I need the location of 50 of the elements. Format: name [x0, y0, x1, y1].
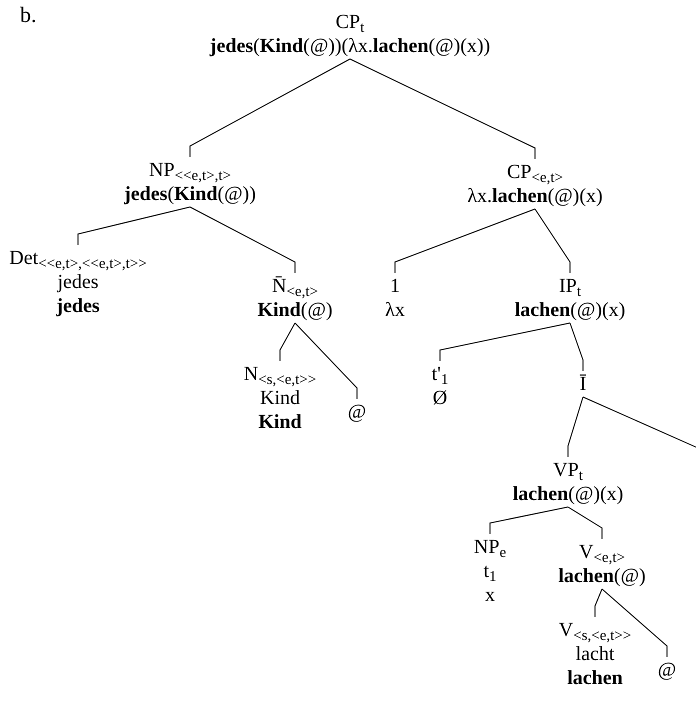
tree-branch	[582, 396, 696, 448]
tree-branch	[570, 322, 584, 372]
semantic-value: jedes	[57, 270, 99, 294]
semantic-value: lacht	[576, 642, 614, 666]
tree-branch	[568, 396, 584, 458]
tree-branch	[78, 206, 190, 246]
category-label: @	[348, 400, 366, 424]
semantic-value: jedes(Kind(@))(λx.lachen(@)(x))	[210, 34, 490, 58]
semantic-value: x	[485, 583, 495, 607]
tree-branch	[602, 588, 668, 658]
category-label: t'$_{1}$	[432, 362, 448, 386]
category-label: Det$_{<<e,t>,<<e,t>,t>>}$	[9, 246, 147, 270]
semantic-value: lachen(@)(x)	[512, 482, 624, 506]
tree-branch	[534, 208, 570, 274]
category-label: N$_{<s,<e,t>>}$	[244, 362, 316, 386]
semantic-value: λx	[385, 298, 405, 322]
tree-branch	[568, 506, 602, 540]
semantic-value: jedes(Kind(@))	[124, 182, 256, 206]
category-label: @	[658, 658, 676, 682]
category-label: CP$_{<e,t>}$	[507, 160, 563, 184]
tree-branch	[294, 322, 358, 400]
category-label: CP$_{t}$	[336, 10, 364, 34]
semantic-value: lachen	[567, 666, 623, 690]
category-label: Ī	[580, 372, 586, 396]
tree-branch	[350, 58, 536, 160]
category-label: 1	[390, 274, 400, 298]
tree-branch	[490, 506, 568, 534]
semantic-value: lachen(@)(x)	[514, 298, 626, 322]
semantic-value: jedes	[56, 294, 100, 318]
semantic-value: lachen(@)	[558, 564, 646, 588]
category-label: NP$_{e}$	[474, 535, 506, 559]
tree-branch	[440, 322, 570, 362]
category-label: NP$_{<<e,t>,t>}$	[149, 158, 231, 182]
tree-branch	[280, 322, 296, 362]
semantic-value: Kind	[260, 386, 300, 410]
semantic-value: t$_{1}$	[483, 559, 497, 583]
semantic-value: Kind(@)	[257, 298, 333, 322]
category-label: N̄$_{<e,t>}$	[272, 274, 318, 298]
tree-branch	[190, 58, 350, 158]
category-label: V$_{<e,t>}$	[579, 540, 625, 564]
category-label: VP$_{t}$	[553, 458, 583, 482]
semantic-value: Kind	[258, 410, 302, 434]
tree-branch	[190, 206, 296, 274]
category-label: IP$_{t}$	[559, 274, 581, 298]
example-label: b.	[20, 2, 36, 28]
tree-branch	[594, 588, 602, 618]
category-label: V$_{<s,<e,t>>}$	[558, 618, 632, 642]
semantic-value: Ø	[432, 386, 448, 410]
semantic-value: λx.lachen(@)(x)	[467, 184, 603, 208]
tree-branch	[394, 208, 536, 274]
